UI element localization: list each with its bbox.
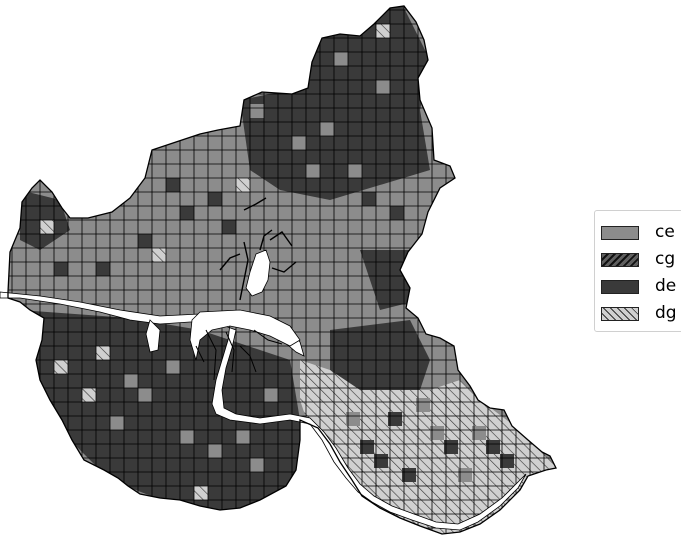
southwest-cells [54, 346, 278, 500]
legend-item-dg: dg [601, 300, 681, 327]
harbour-channels [195, 329, 283, 381]
legend-label-de: de [655, 276, 677, 296]
city-map [0, 5, 557, 535]
central-cells [40, 150, 404, 276]
region-southeast-dg [300, 360, 556, 534]
legend-item-de: de [601, 273, 681, 300]
north-cells [250, 24, 390, 178]
legend-swatch-cg [601, 252, 639, 267]
legend-label-cg: cg [655, 249, 676, 269]
alster-lake [245, 249, 271, 297]
region-north-de [240, 6, 430, 200]
legend-swatch-ce [601, 225, 639, 240]
elbe-river [0, 291, 527, 531]
region-east-de [330, 320, 430, 390]
legend-label-ce: ce [655, 222, 675, 242]
legend: ce cg de dg [594, 210, 681, 332]
canal-north [145, 319, 161, 353]
alster-tributaries [219, 197, 297, 301]
legend-item-ce: ce [601, 219, 681, 246]
legend-swatch-de [601, 279, 639, 294]
legend-item-cg: cg [601, 246, 681, 273]
legend-label-dg: dg [655, 303, 677, 323]
city-outline [7, 5, 557, 535]
region-southwest-de [20, 310, 300, 515]
harbour-basin [189, 309, 301, 361]
southeast-cells [346, 398, 514, 482]
legend-swatch-dg [601, 306, 639, 321]
